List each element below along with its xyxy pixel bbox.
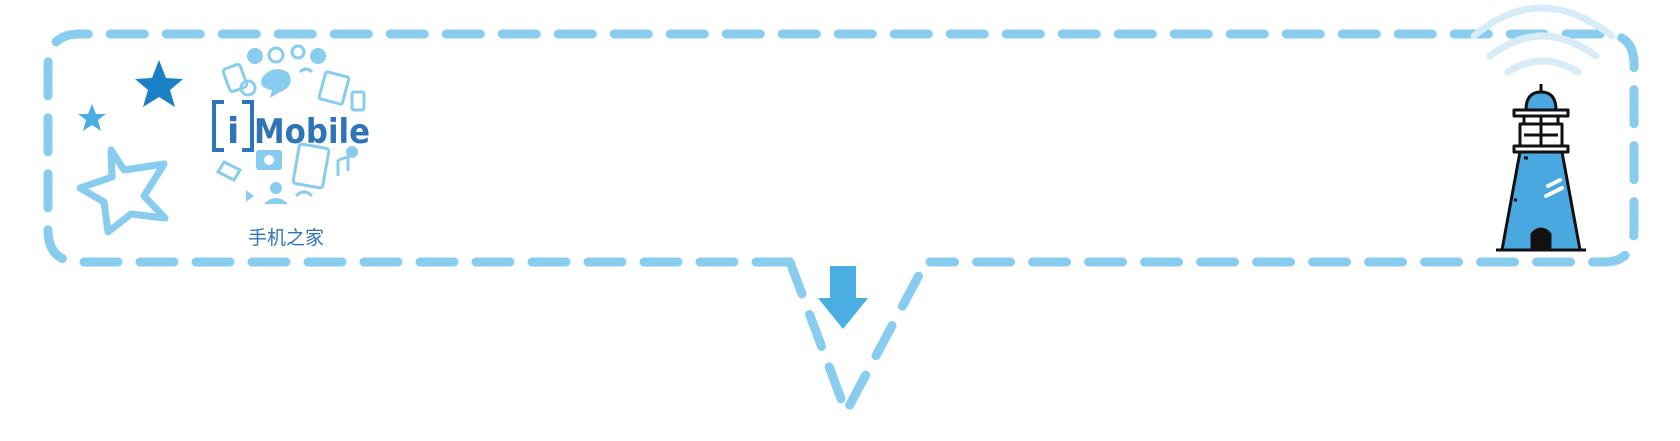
lighthouse-icon [1496,84,1586,252]
logo-letter: i [227,111,239,152]
logo-word: Mobile [254,112,370,152]
logo-icon-collage [215,44,366,204]
logo-bracket-right [242,100,254,152]
imobile-logo: i Mobile 手机之家 [212,100,370,249]
logo-subtitle: 手机之家 [248,227,324,249]
star-outline-icon [76,146,169,236]
dashed-pointer [785,257,931,423]
down-arrow-icon [818,266,868,329]
wifi-signal-icon [1470,4,1616,76]
logo-bracket-left [212,100,224,152]
star-icon [78,104,106,131]
dashed-banner-frame [43,29,1639,267]
star-icon [135,60,183,107]
